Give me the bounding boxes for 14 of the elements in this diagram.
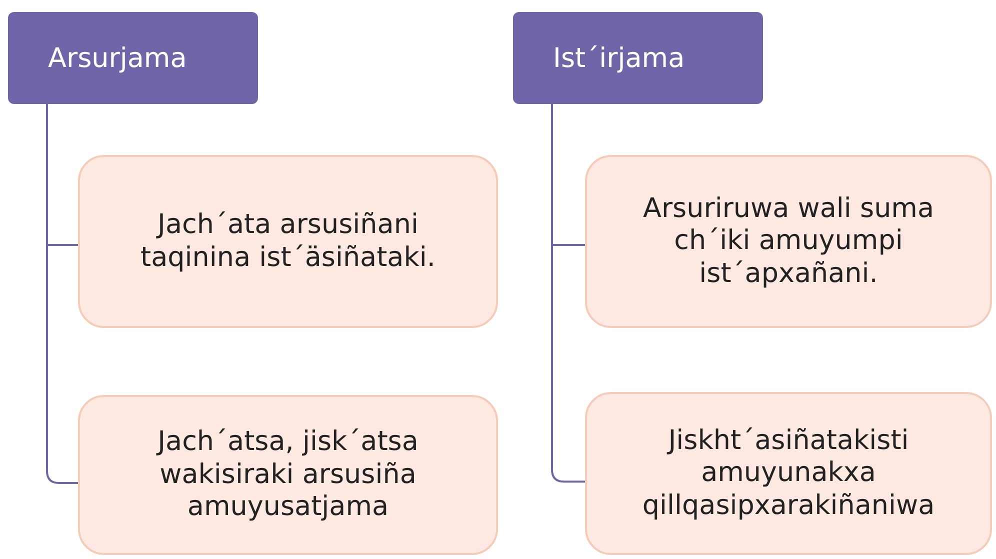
card-text: Jach´atsa, jisk´atsa wakisiraki arsusiña amuyusatjama [155,426,420,524]
card-text: Jiskht´asiñatakisti amuyunakxa qillqasipxarakiñaniwa [641,424,936,522]
content-card [78,155,498,328]
connector-line [46,104,78,484]
content-card [585,392,992,555]
heading-box [513,12,763,104]
heading-box [8,12,258,104]
content-card [585,155,992,328]
content-card [78,395,498,555]
connector-line [551,104,585,483]
heading-text: Ist´irjama [553,42,685,74]
card-text: Jach´ata arsusiñani taqinina ist´äsiñataki. [140,209,436,274]
card-text: Arsuriruwa wali suma ch´iki amuyumpi ist´apxañani. [642,192,936,290]
heading-text: Arsurjama [48,42,187,74]
